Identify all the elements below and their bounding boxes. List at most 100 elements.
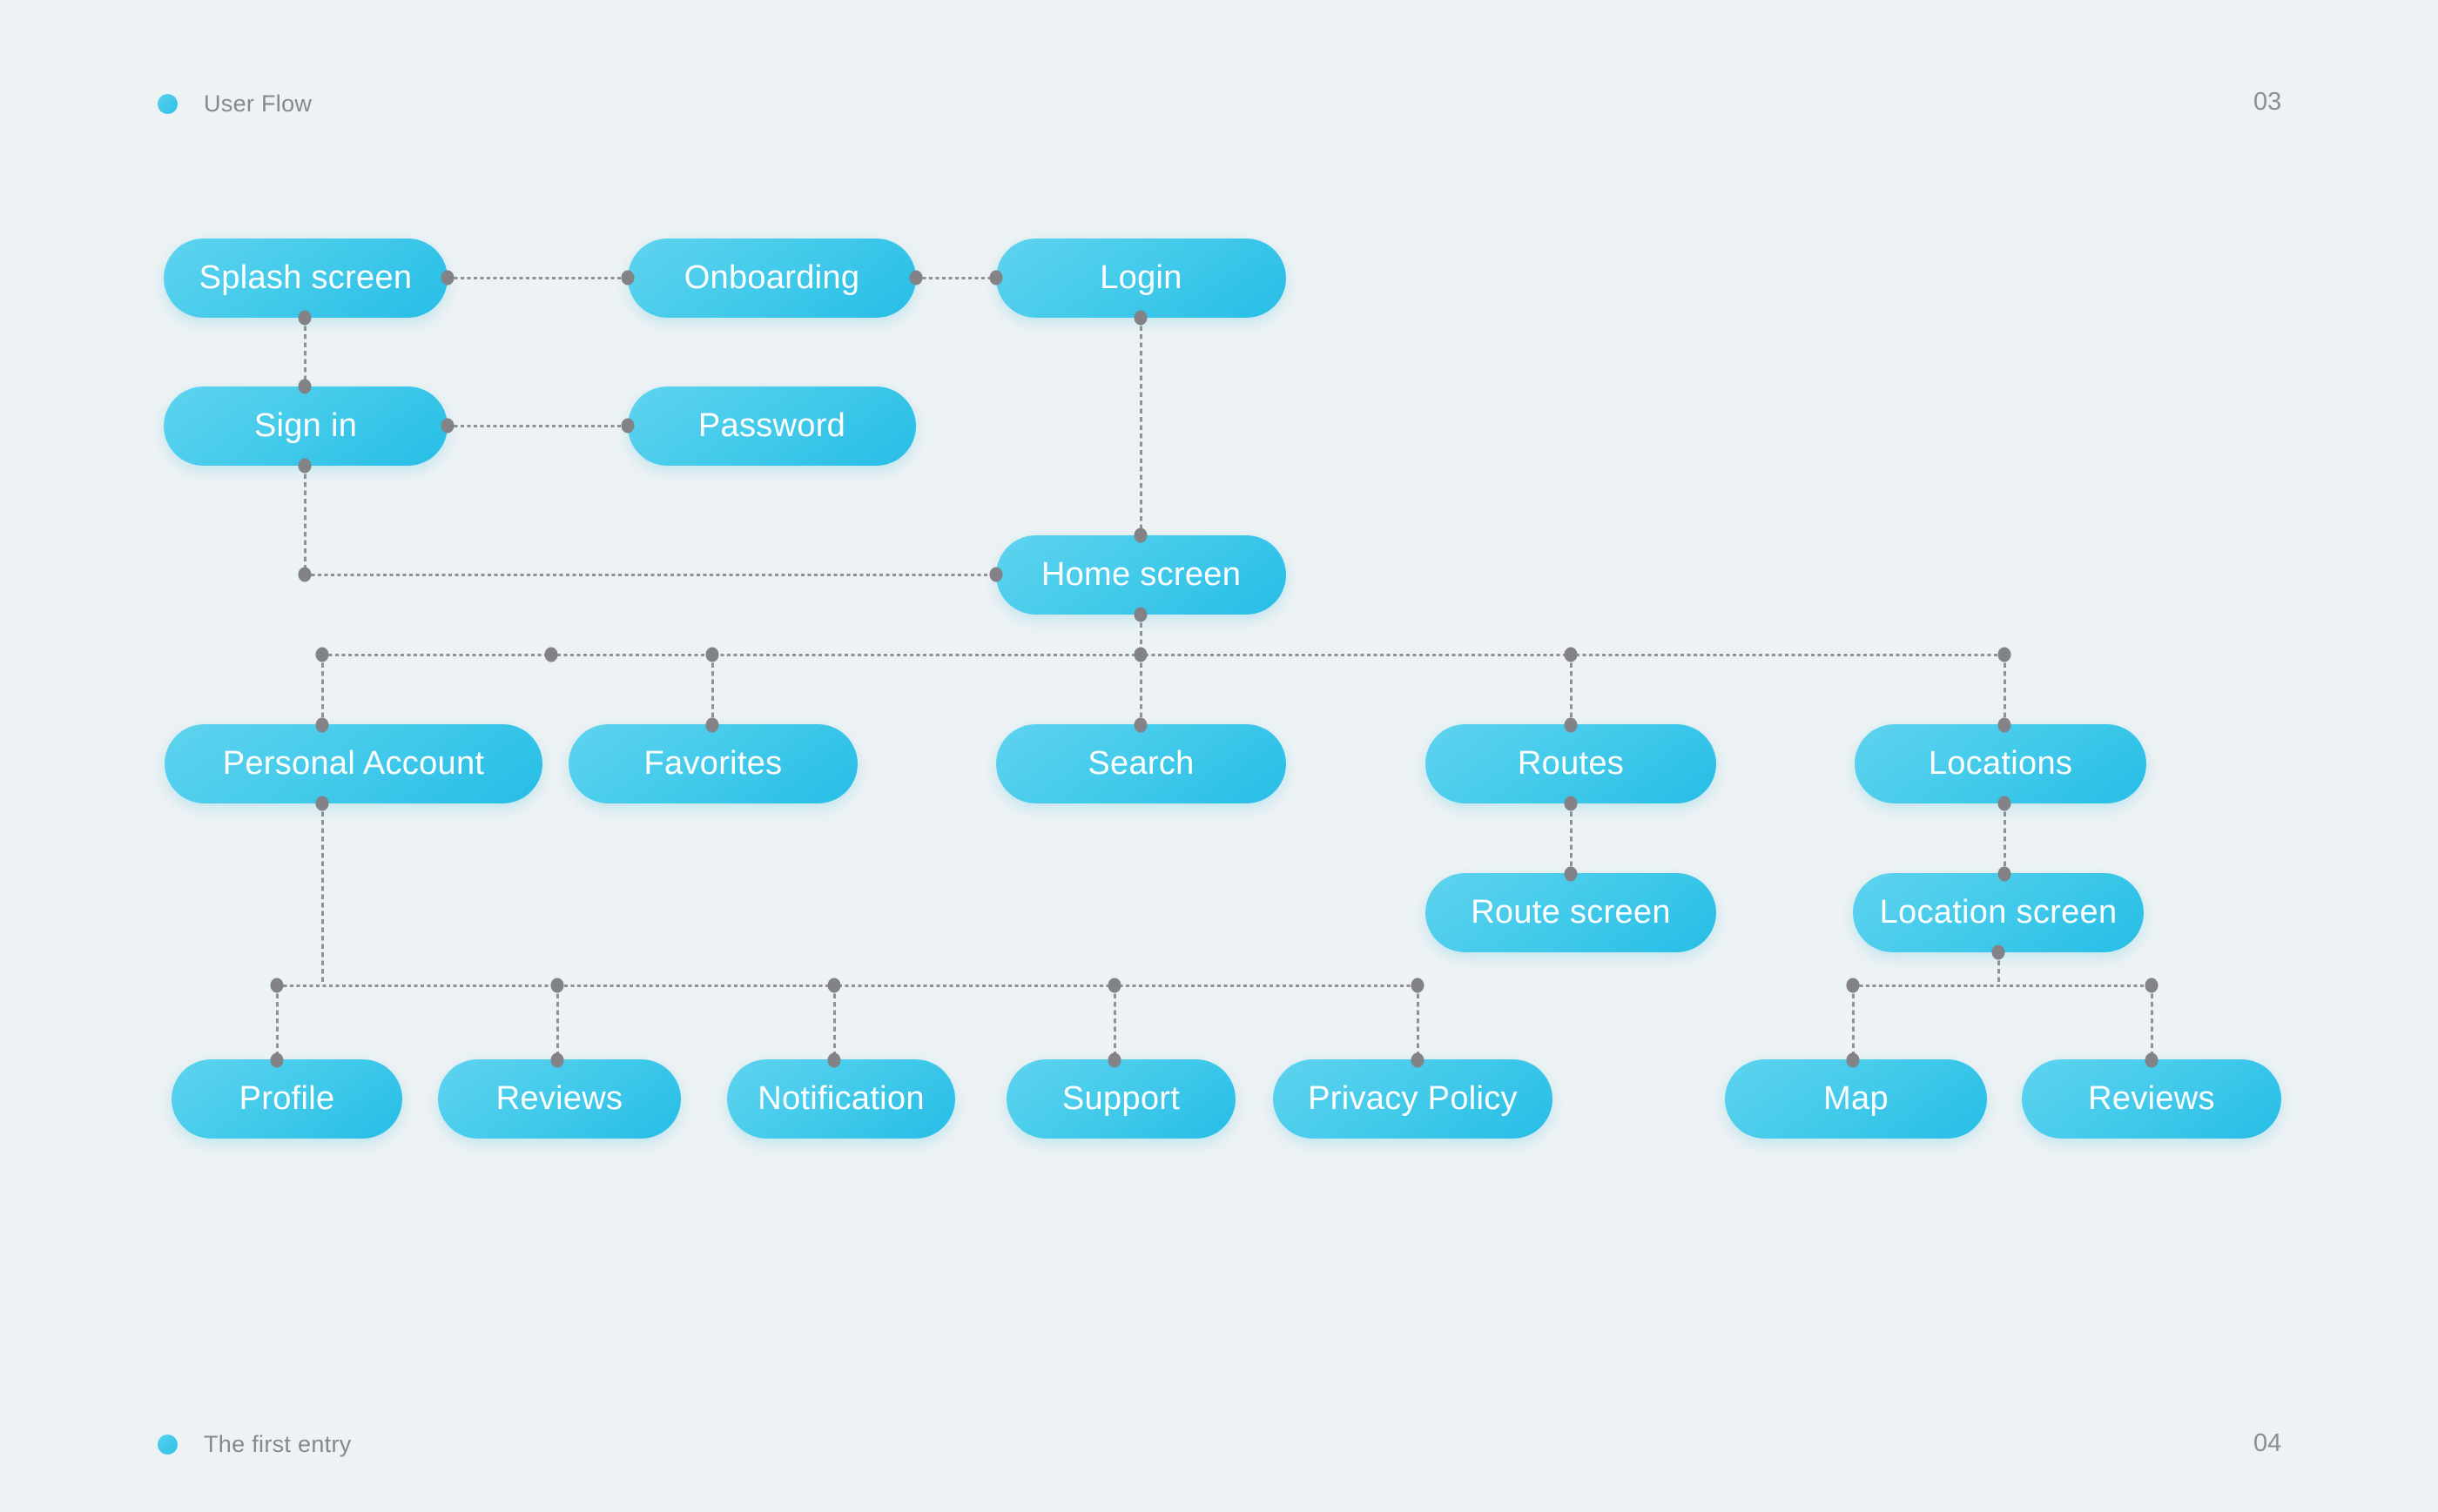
connector-line (711, 655, 714, 724)
node-privacy-policy[interactable]: Privacy Policy (1273, 1059, 1552, 1139)
connector-dot (827, 978, 841, 993)
node-label: Password (697, 407, 846, 444)
connector-dot (1134, 607, 1148, 622)
node-search[interactable]: Search (996, 724, 1286, 803)
node-label: Personal Account (222, 745, 485, 782)
node-label: Onboarding (684, 259, 860, 296)
node-login[interactable]: Login (996, 239, 1286, 318)
connector-dot (1564, 866, 1578, 882)
connector-line (1569, 655, 1573, 724)
node-locations[interactable]: Locations (1855, 724, 2146, 803)
connector-line (277, 984, 1418, 987)
footer-label: The first entry (204, 1431, 352, 1457)
connector-dot (315, 647, 329, 662)
node-label: Sign in (253, 407, 358, 444)
node-reviews-left[interactable]: Reviews (438, 1059, 681, 1139)
connector-dot (550, 1052, 564, 1068)
connector-dot (1108, 978, 1121, 993)
node-personal-account[interactable]: Personal Account (165, 724, 542, 803)
connector-line (832, 985, 836, 1059)
connector-line (556, 985, 559, 1059)
connector-dot (1564, 796, 1578, 811)
connector-dot (705, 717, 719, 733)
connector-dot (1997, 717, 2011, 733)
node-label: Route screen (1471, 894, 1671, 931)
connector-line (1113, 985, 1116, 1059)
connector-line (303, 318, 306, 386)
connector-line (303, 466, 306, 575)
connector-dot (1991, 944, 2005, 960)
connector-dot (2145, 978, 2159, 993)
connector-dot (315, 796, 329, 811)
header: User Flow (158, 91, 312, 118)
connector-dot (989, 567, 1003, 582)
node-profile[interactable]: Profile (172, 1059, 402, 1139)
node-label: Locations (1928, 745, 2073, 782)
connector-line (2003, 803, 2006, 873)
footer-bullet-icon (158, 1435, 178, 1455)
footer: The first entry (158, 1431, 352, 1458)
connector-dot (705, 647, 719, 662)
connector-dot (298, 379, 312, 394)
connector-dot (989, 270, 1003, 286)
connector-dot (315, 717, 329, 733)
connector-dot (1134, 528, 1148, 543)
connector-line (1416, 985, 1419, 1059)
node-label: Routes (1517, 745, 1625, 782)
connector-dot (1997, 647, 2011, 662)
node-label: Login (1100, 259, 1182, 296)
node-label: Home screen (1041, 556, 1242, 593)
node-map[interactable]: Map (1725, 1059, 1987, 1139)
connector-line (1139, 655, 1142, 724)
node-label: Reviews (495, 1080, 623, 1117)
header-label: User Flow (204, 91, 313, 117)
header-bullet-icon (158, 94, 178, 114)
node-favorites[interactable]: Favorites (569, 724, 858, 803)
connector-dot (298, 458, 312, 474)
node-sign-in[interactable]: Sign in (164, 386, 448, 466)
connector-dot (441, 418, 455, 433)
connector-dot (1411, 978, 1424, 993)
connector-dot (621, 418, 635, 433)
connector-dot (909, 270, 923, 286)
connector-line (1139, 615, 1142, 655)
connector-dot (1108, 1052, 1121, 1068)
node-onboarding[interactable]: Onboarding (628, 239, 916, 318)
connector-line (305, 573, 996, 576)
header-page-number: 03 (2253, 88, 2282, 116)
node-support[interactable]: Support (1007, 1059, 1236, 1139)
node-location-screen[interactable]: Location screen (1853, 873, 2144, 952)
node-label: Search (1088, 745, 1195, 782)
connector-dot (1846, 1052, 1860, 1068)
node-label: Notification (758, 1080, 925, 1117)
node-label: Map (1823, 1080, 1889, 1117)
connector-line (1853, 984, 2152, 987)
connector-dot (441, 270, 455, 286)
connector-dot (1134, 310, 1148, 326)
node-label: Privacy Policy (1308, 1080, 1518, 1117)
connector-dot (1134, 717, 1148, 733)
connector-line (275, 985, 279, 1059)
connector-line (320, 655, 324, 724)
connector-line (1139, 318, 1142, 535)
node-password[interactable]: Password (628, 386, 916, 466)
footer-page-number: 04 (2253, 1429, 2282, 1457)
connector-dot (1846, 978, 1860, 993)
connector-line (322, 653, 2004, 656)
node-splash-screen[interactable]: Splash screen (164, 239, 448, 318)
node-notification[interactable]: Notification (727, 1059, 955, 1139)
node-label: Location screen (1879, 894, 2118, 931)
connector-line (2150, 985, 2153, 1059)
connector-line (1851, 985, 1855, 1059)
node-reviews-right[interactable]: Reviews (2022, 1059, 2281, 1139)
node-home-screen[interactable]: Home screen (996, 535, 1286, 615)
node-route-screen[interactable]: Route screen (1425, 873, 1716, 952)
connector-dot (298, 310, 312, 326)
node-routes[interactable]: Routes (1425, 724, 1716, 803)
node-label: Support (1061, 1080, 1181, 1117)
node-label: Favorites (643, 745, 783, 782)
connector-dot (1134, 647, 1148, 662)
connector-line (448, 276, 628, 279)
connector-line (448, 424, 628, 427)
